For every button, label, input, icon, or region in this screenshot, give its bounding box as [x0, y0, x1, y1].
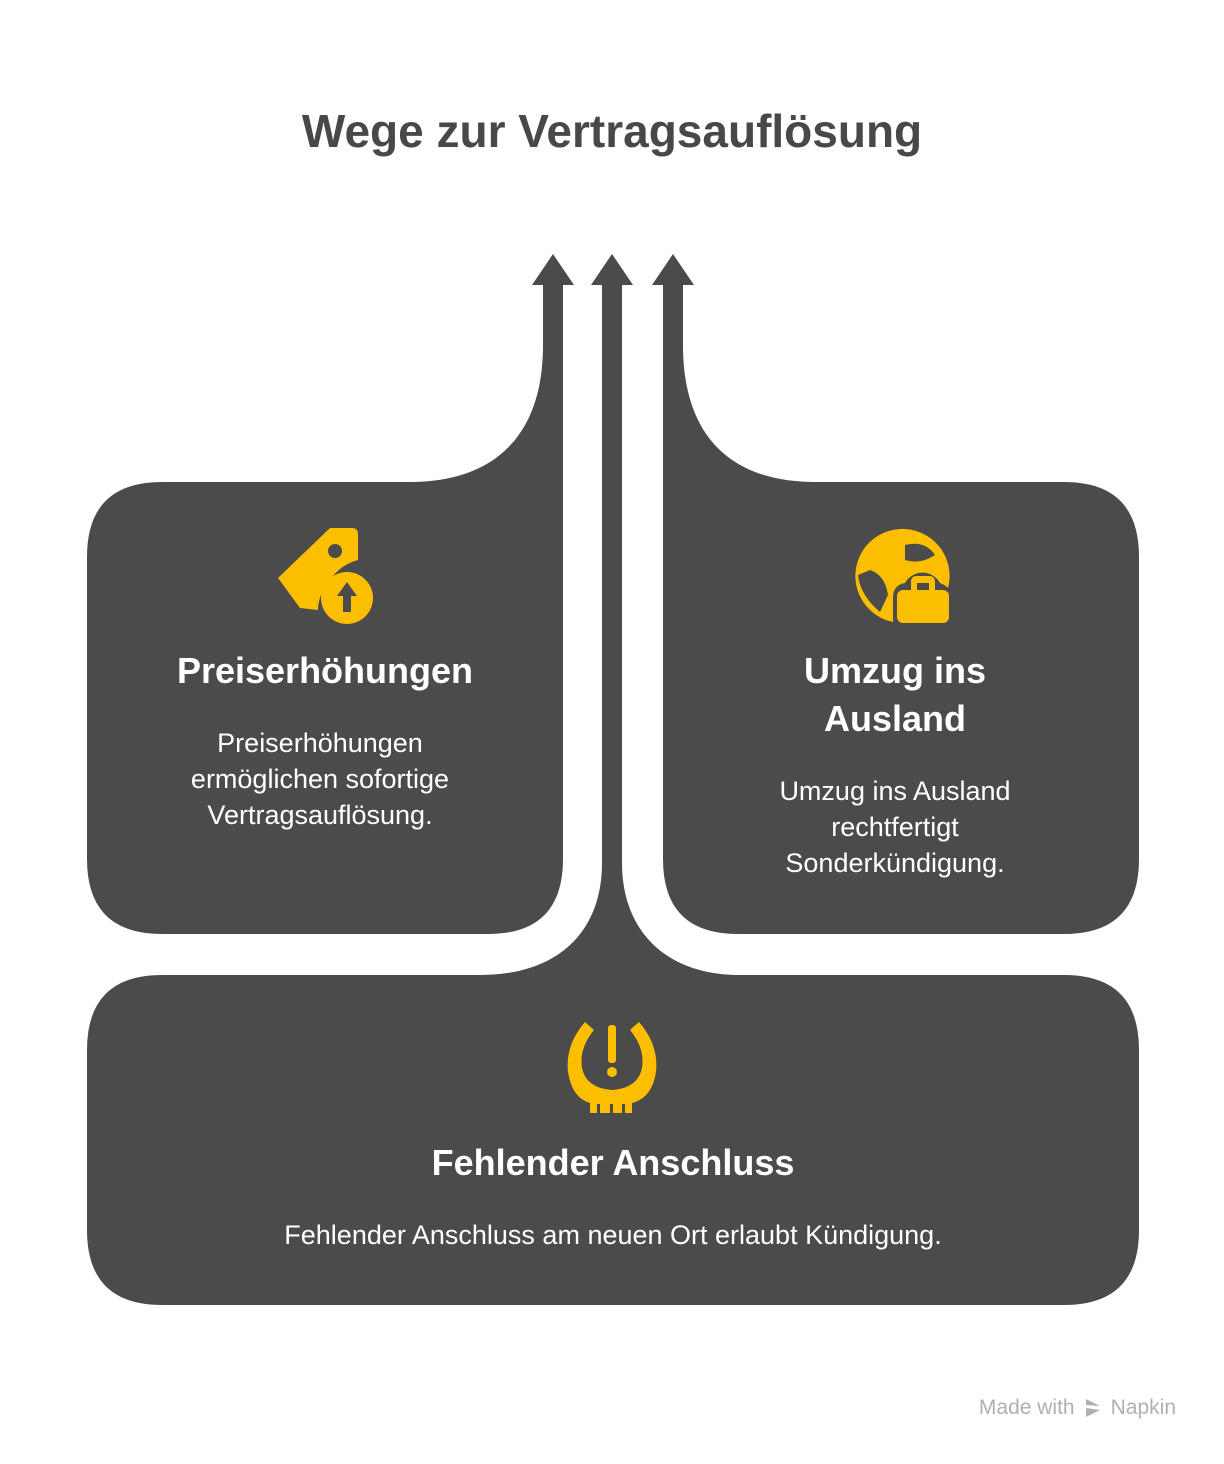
item-description: Fehlender Anschluss am neuen Ort erlaubt… — [284, 1220, 942, 1250]
brand-label: Napkin — [1110, 1396, 1176, 1419]
item-heading: Preiserhöhungen — [176, 650, 474, 691]
item-heading: Fehlender Anschluss — [431, 1142, 795, 1183]
right-box-shape — [652, 254, 1139, 934]
tire-pressure-warning-icon — [567, 1022, 657, 1114]
price-tag-up-icon — [278, 528, 373, 624]
item-heading: Umzug ins Ausland — [803, 650, 986, 739]
made-with-label: Made with — [978, 1396, 1075, 1419]
globe-luggage-icon — [855, 528, 950, 623]
footer-attribution[interactable]: Made with Napkin — [979, 1396, 1176, 1420]
item-description: Preiserhöhungen ermöglichen sofortige Ve… — [190, 728, 450, 830]
napkin-logo-icon — [1085, 1399, 1100, 1417]
item-description: Umzug ins Ausland rechtfertigt Sonderkün… — [779, 776, 1011, 878]
page-title: Wege zur Vertragsauflösung — [301, 105, 923, 157]
bottom-box-shape — [87, 254, 1139, 1305]
